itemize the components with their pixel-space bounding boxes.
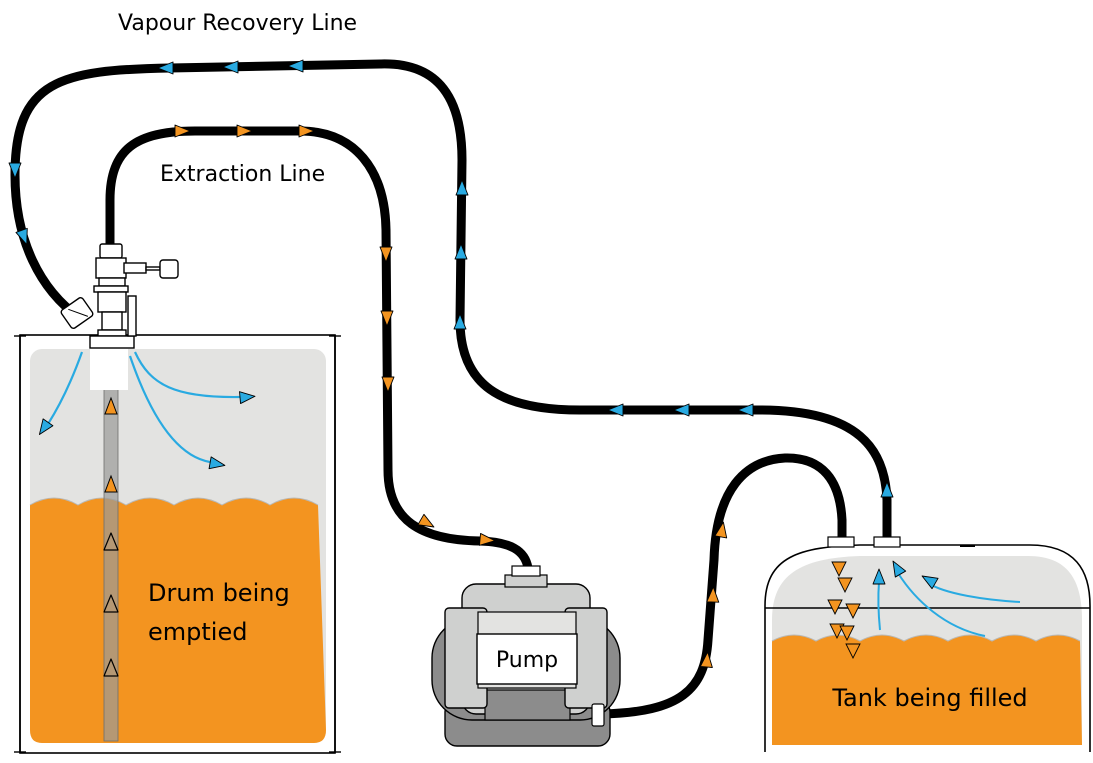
vapour-coupling [60,297,94,329]
extraction-line-label: Extraction Line [160,162,325,187]
drum-label-line1: Drum being [148,579,290,607]
tank [764,536,1091,752]
drum [14,334,341,754]
drum-vapour-flow [47,351,241,464]
pump-outlet-hose [598,453,847,719]
tank-label: Tank being filled [831,684,1027,712]
drum-label-line2: emptied [148,618,247,646]
vapour-recovery-hose [10,59,892,543]
drum-pump-fitting [89,243,179,349]
pump-label: Pump [496,648,558,673]
vapour-recovery-line-label: Vapour Recovery Line [118,11,357,36]
orange-liquid-arrow-icon [103,396,119,677]
orange-liquid-arrow-icon [827,561,861,660]
pump [431,565,621,747]
